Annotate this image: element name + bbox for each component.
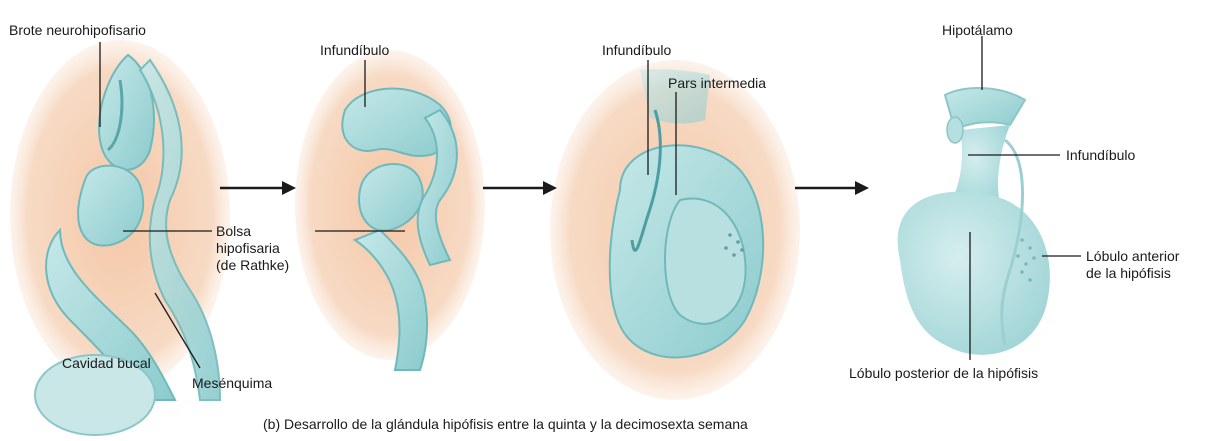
pouch-stalk [352, 228, 429, 371]
label-infundibulo-stage2: Infundíbulo [320, 42, 390, 58]
brain-wall [416, 108, 458, 267]
label-hipotalamo: Hipotálamo [942, 22, 1013, 38]
label-mesenquima: Mesénquima [192, 375, 273, 391]
infundibulum-stalk [630, 109, 662, 252]
label-lobulo-anterior-line1: Lóbulo anterior [1086, 248, 1180, 264]
lobe-boundary [1000, 138, 1024, 346]
brain-wall [138, 58, 222, 401]
label-cavidad-bucal: Cavidad bucal [62, 355, 151, 371]
stage-1-illustration [10, 40, 230, 436]
stage-4-illustration [897, 87, 1050, 355]
hypothalamus-base [943, 87, 1027, 132]
label-bolsa-line2: hipofisaria [216, 240, 280, 256]
stalk-top [640, 69, 710, 124]
label-brote-neurohipofisario: Brote neurohipofisario [9, 22, 146, 38]
leader-lines [99, 36, 1081, 369]
label-bolsa-line1: Bolsa [216, 223, 252, 239]
anterior-lobe-forming [664, 197, 747, 325]
stage-2-illustration [295, 50, 485, 371]
progression-arrows [220, 181, 869, 195]
cell-dots [724, 233, 744, 257]
bud-lumen [106, 79, 124, 152]
infundibulum-stalk [950, 125, 1010, 205]
stalk-opening [946, 116, 964, 144]
label-bolsa-hipofisaria: Bolsa hipofisaria (de Rathke) [216, 223, 289, 274]
infundibulum-fold [341, 87, 452, 157]
label-infundibulo-stage3: Infundíbulo [602, 42, 672, 58]
pituitary-gland [897, 191, 1050, 355]
cell-dots [1016, 238, 1036, 282]
figure-caption: (b) Desarrollo de la glándula hipófisis … [263, 416, 748, 432]
leader-mesenquima [154, 292, 201, 369]
rathke-pouch [77, 164, 145, 247]
stage-3-illustration [550, 60, 800, 400]
label-infundibulo-stage4: Infundíbulo [1066, 147, 1136, 163]
label-lobulo-posterior: Lóbulo posterior de la hipófisis [849, 365, 1039, 381]
label-lobulo-anterior: Lóbulo anterior de la hipófisis [1086, 248, 1179, 282]
oral-epithelium [45, 227, 177, 401]
label-pars-intermedia: Pars intermedia [668, 75, 767, 91]
arrow-3-head [855, 181, 869, 195]
label-lobulo-anterior-line2: de la hipófisis [1086, 265, 1171, 281]
label-bolsa-line3: (de Rathke) [216, 257, 290, 273]
oral-cavity [34, 354, 156, 436]
arrow-1-head [282, 181, 296, 195]
arrow-2-head [543, 181, 557, 195]
